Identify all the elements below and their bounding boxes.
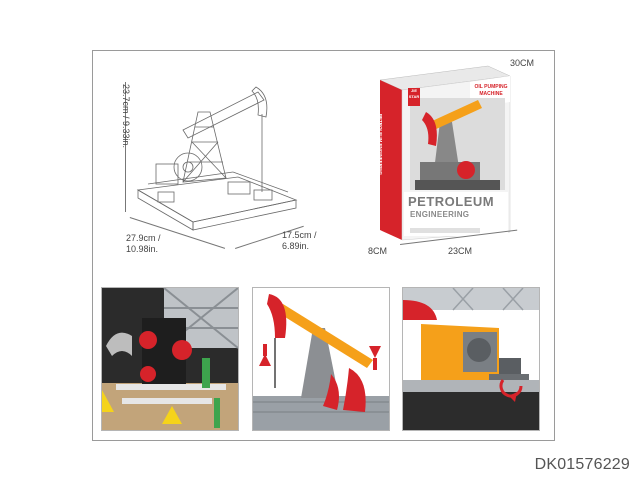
box-logo: JIE STAR — [408, 88, 420, 106]
detail-photo-pumpjack — [252, 287, 390, 431]
model-line-drawing — [128, 72, 303, 232]
box-title: PETROLEUM — [408, 194, 495, 209]
product-reference-code: DK01576229 — [534, 456, 630, 473]
box-subtitle: OIL PUMPING MACHINE — [470, 84, 512, 98]
depth-dimension-label-line2: 6.89in. — [282, 241, 310, 251]
box-subtitle-line1: OIL PUMPING — [474, 84, 508, 90]
detail-photo-valves — [101, 287, 239, 431]
product-box: JIE STAR OIL PUMPING MACHINE PETROLEUM E… — [370, 62, 520, 252]
box-subtitle-line2: MACHINE — [479, 91, 503, 97]
box-logo-line2: STAR — [408, 94, 420, 99]
box-side-text: PETROLEUM ENGINEERING — [378, 114, 383, 176]
width-dimension-label-line2: 10.98in. — [126, 244, 159, 254]
width-dimension-label-line1: 27.9cm / — [126, 233, 161, 243]
detail-photo-crank — [402, 287, 540, 431]
box-logo-line1: JIE — [410, 88, 417, 93]
box-width-label: 23CM — [448, 246, 473, 256]
box-depth-label: 8CM — [368, 246, 388, 256]
height-dimension-line — [125, 82, 126, 212]
depth-dimension-label-line1: 17.5cm / — [282, 230, 317, 240]
box-title-sub: ENGINEERING — [410, 210, 470, 219]
height-dimension-label: 23.7cm / 9.33in. — [121, 84, 131, 149]
box-height-label: 30CM — [510, 58, 535, 68]
